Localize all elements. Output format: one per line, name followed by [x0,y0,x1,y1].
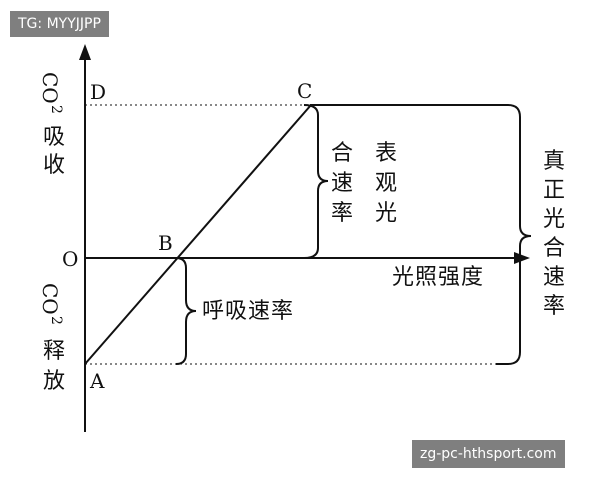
point-label-a: A [89,369,105,393]
label-gross-rate-char-4: 合 [543,236,565,261]
y-label-absorb-sub: 2 [48,105,64,114]
y-label-release-char-2: 放 [43,369,65,394]
y-label-release-co: CO [38,283,62,315]
label-gross-rate-char-2: 正 [543,178,565,203]
label-gross-rate: 真 正 光 合 速 率 [543,149,565,319]
y-label-absorb-co: CO [38,72,62,104]
x-axis-label: 光照强度 [392,265,484,290]
label-respiration-rate: 呼吸速率 [202,299,294,324]
bracket-gross-rate [310,104,532,365]
y-label-absorb-char-1: 吸 [43,125,65,150]
watermark-top-left: TG: MYYJJPP [10,11,109,37]
point-label-o: O [62,247,78,271]
label-net-rate: 合 速 率 [331,141,353,226]
label-apparent: 表 观 光 [375,141,397,226]
label-gross-rate-char-3: 光 [543,207,565,232]
label-gross-rate-char-6: 率 [543,294,565,319]
label-net-rate-char-2: 速 [331,171,353,196]
label-net-rate-char-3: 率 [331,201,353,226]
label-apparent-char-3: 光 [375,201,397,226]
point-label-b: B [158,231,173,255]
x-axis-arrowhead [514,252,530,264]
y-axis-arrowhead [79,44,91,60]
label-gross-rate-char-1: 真 [543,149,565,174]
label-apparent-char-1: 表 [375,141,397,166]
label-gross-rate-char-5: 速 [543,265,565,290]
point-label-d: D [90,80,106,104]
point-label-c: C [297,79,312,103]
y-label-release-sub: 2 [48,316,64,325]
line-a-c [84,104,312,365]
y-label-release-char-1: 释 [43,339,65,364]
bracket-respiration-rate [175,257,197,365]
bracket-net-rate [303,104,329,259]
label-net-rate-char-1: 合 [331,141,353,166]
y-label-absorb-char-2: 收 [43,153,65,178]
label-apparent-char-2: 观 [375,171,397,196]
watermark-bottom-right: zg-pc-hthsport.com [412,440,565,468]
y-label-release: CO 2 释 放 [38,283,65,394]
y-label-absorb: CO 2 吸 收 [38,72,65,178]
